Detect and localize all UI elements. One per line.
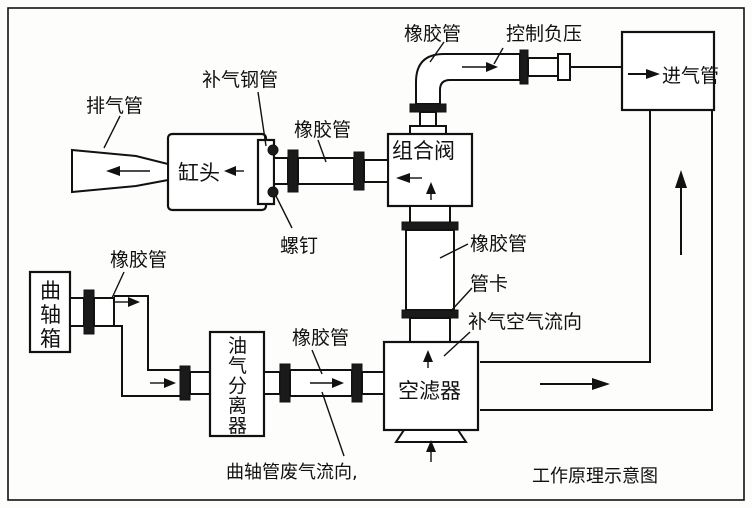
- label-rubber-tube-top: 橡胶管: [404, 23, 461, 45]
- separator-inlet-flange: [179, 365, 191, 401]
- exhaust-leader: [103, 115, 121, 149]
- label-pipe-clamp: 管卡: [470, 273, 508, 295]
- elbow-flange-right: [519, 49, 529, 85]
- label-crankcase-gas-flow: 曲轴管废气流向,: [226, 462, 358, 483]
- crankcase-flow-head: [128, 297, 140, 307]
- return-flow-arrow-head: [675, 170, 687, 188]
- valve-left-arrow-head: [396, 173, 410, 183]
- steel-pipe-flange: [287, 149, 299, 193]
- label-oil-separator-5: 器: [228, 415, 247, 437]
- head-tube-flange: [353, 151, 365, 191]
- top-connector-collar: [557, 53, 571, 81]
- label-cylinder-head: 缸头: [178, 161, 220, 185]
- filter-bottom-arrow-head: [426, 440, 436, 452]
- top-rubber-tube-leader: [429, 41, 445, 63]
- supplement-air-leader: [443, 331, 471, 357]
- crankcase-flange: [83, 289, 95, 335]
- label-supplement-air-flow: 补气空气流向: [468, 311, 582, 333]
- screw-top: [267, 144, 279, 156]
- bottom-tube-leader: [311, 349, 323, 375]
- exhaust-arrow-head: [106, 166, 120, 176]
- bottom-tube-flange: [351, 363, 363, 403]
- head-out-arrow-head: [224, 166, 236, 176]
- intake-pipe-box: [620, 30, 716, 112]
- crankcase-gas-leader: [321, 391, 345, 457]
- elbow-collar: [409, 125, 447, 135]
- vertical-rubber-tube: [405, 229, 455, 311]
- label-oil-separator-2: 气: [228, 355, 247, 377]
- vertical-tube-bottom-flange: [401, 309, 459, 319]
- steel-pipe-segment: [273, 157, 289, 185]
- diagram-caption: 工作原理示意图: [532, 466, 658, 487]
- filter-to-intake-line-outer: [480, 111, 713, 411]
- crankcase-hose-bottom: [114, 325, 188, 397]
- screw-bottom: [267, 186, 279, 198]
- crankcase-outlet: [69, 297, 85, 327]
- label-oil-separator-1: 油: [228, 335, 247, 357]
- filter-to-intake-line-inner: [480, 111, 651, 363]
- label-crankcase-1: 曲: [40, 279, 61, 303]
- label-crankcase-3: 箱: [40, 327, 61, 351]
- label-rubber-tube-crankcase: 橡胶管: [110, 249, 167, 271]
- crankcase-hose-top: [114, 295, 188, 371]
- label-oil-separator-4: 离: [228, 395, 247, 417]
- label-exhaust-pipe: 排气管: [86, 95, 143, 117]
- air-filter-intake-skirt: [394, 429, 468, 443]
- filter-inner-arrow-head: [423, 350, 433, 362]
- control-pressure-leader: [493, 47, 504, 65]
- elbow-flow-arrow-head: [486, 62, 498, 72]
- label-oil-separator-3: 分: [228, 375, 247, 397]
- label-control-negative-pressure: 控制负压: [506, 23, 582, 45]
- separator-outlet: [263, 371, 281, 395]
- vertical-tube-leader: [439, 243, 469, 259]
- separator-inlet-collar: [189, 371, 211, 395]
- intake-arrow-head: [646, 69, 660, 79]
- crankcase-box: [28, 270, 72, 354]
- air-filter-box: [382, 340, 480, 432]
- label-intake-pipe: 进气管: [662, 65, 719, 87]
- separator-outlet-flange: [279, 363, 291, 403]
- steel-pipe-leader: [257, 91, 267, 147]
- elbow-rubber-tube: [415, 53, 521, 105]
- crankcase-collar: [93, 297, 115, 327]
- label-rubber-tube-vertical: 橡胶管: [470, 233, 527, 255]
- bottom-tube-flow-head: [332, 378, 344, 388]
- hose-flow-head: [164, 378, 176, 388]
- top-connector-pipe: [527, 57, 559, 77]
- oil-separator-box: [208, 330, 266, 438]
- crankcase-tube-leader: [111, 271, 125, 299]
- label-crankcase-2: 轴: [40, 303, 61, 327]
- label-rubber-tube-bottom: 橡胶管: [292, 327, 349, 349]
- filter-inlet-stub: [361, 371, 385, 395]
- pipe-clamp-leader: [449, 287, 473, 313]
- head-tube-leader: [317, 139, 327, 163]
- valve-inlet-stub: [363, 159, 389, 183]
- label-supplement-steel-pipe: 补气钢管: [202, 69, 278, 91]
- outer-frame: [7, 7, 745, 501]
- filter-out-arrow-head: [592, 378, 610, 390]
- vertical-tube-top-flange: [401, 221, 459, 231]
- label-combination-valve: 组合阀: [392, 139, 455, 163]
- valve-up-arrow-head: [426, 182, 436, 194]
- label-screw: 螺钉: [280, 235, 318, 257]
- label-air-filter: 空滤器: [398, 379, 461, 403]
- label-rubber-tube-head: 橡胶管: [294, 119, 351, 141]
- elbow-flange-bottom: [409, 103, 447, 113]
- screw-leader: [275, 195, 293, 229]
- vertical-tube-bottom-collar: [409, 317, 451, 343]
